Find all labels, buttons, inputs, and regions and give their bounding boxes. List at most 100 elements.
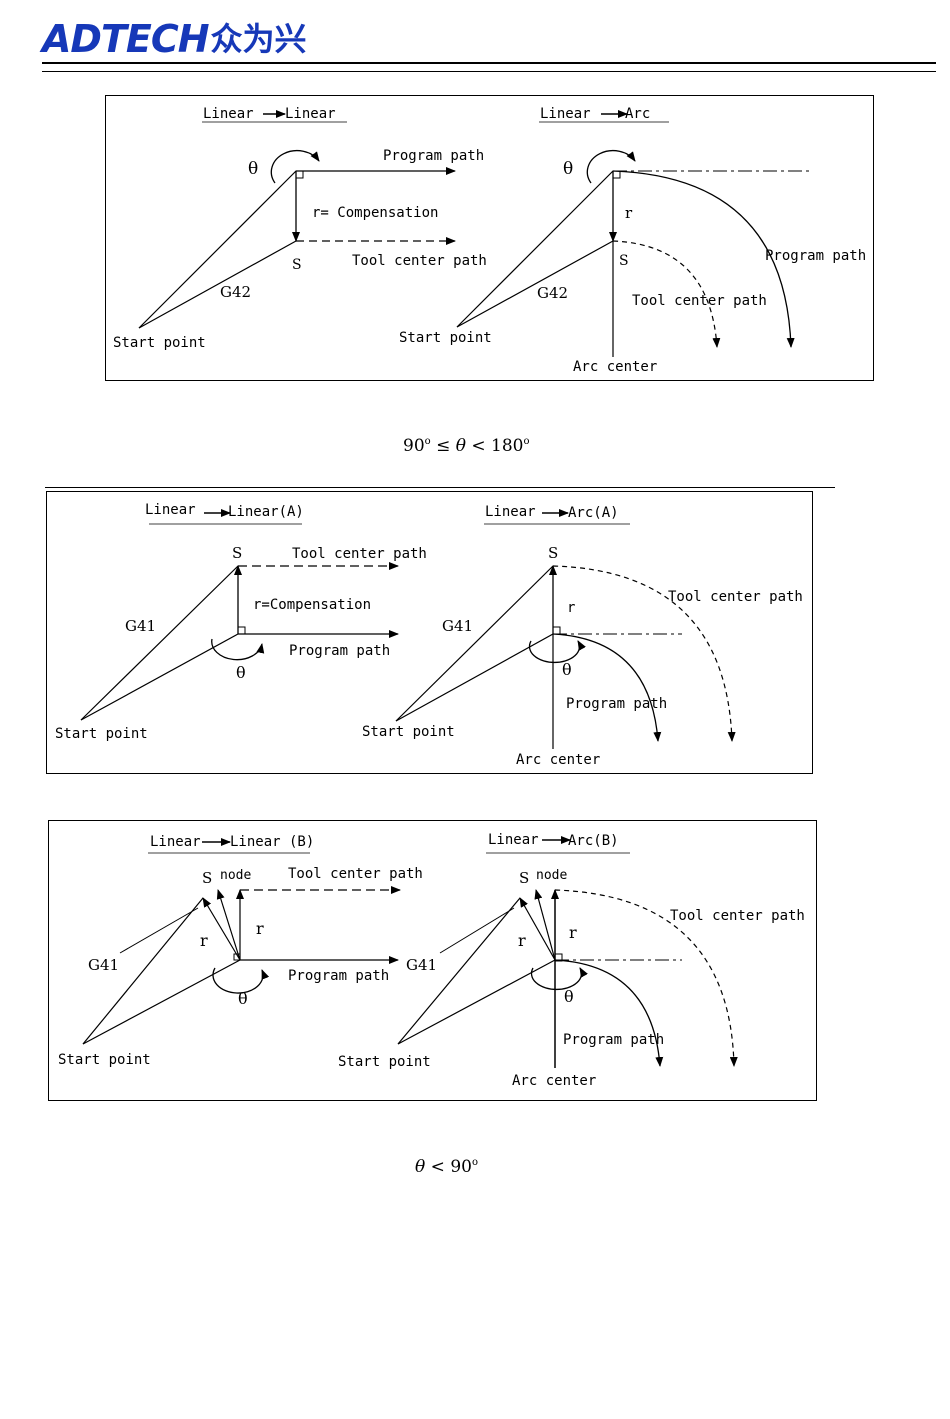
fig1-right-theta-arc [586, 150, 636, 184]
fig3-right-s: S [519, 869, 529, 887]
fig1-right-program-path-arc [612, 170, 795, 348]
fig2-left-title: Linear [145, 502, 196, 518]
header-rule-thick [42, 62, 936, 64]
fig1-left-diagram: Linear Linear θ Program path r= Compensa… [113, 106, 487, 351]
fig1-right-tool-path-arc [612, 240, 721, 348]
fig3-left-r: r [256, 919, 264, 938]
fig1-left-title: Linear [203, 106, 254, 122]
figure-1: Linear Linear θ Program path r= Compensa… [105, 95, 875, 383]
logo-latin-text: ADTECH [42, 17, 210, 61]
fig1-left-program-path-label: Program path [383, 148, 484, 164]
fig3-right-r: r [569, 923, 577, 942]
fig3-right-program-path-arc [554, 959, 664, 1067]
fig1-left-tool-path-label: Tool center path [352, 253, 487, 269]
fig1-right-title-end: Arc [625, 106, 650, 122]
fig2-right-s: S [548, 544, 558, 562]
fig2-left-theta-arc [211, 638, 265, 661]
fig2-right-start-line-b [395, 633, 554, 722]
fig1-right-diagram: Linear Arc θ r S Program path Tool cente… [399, 106, 866, 375]
fig3-right-node: node [536, 868, 567, 883]
fig2-left-g41: G41 [125, 617, 156, 635]
fig3-right-corner-marker [554, 953, 563, 962]
logo-cjk-text: 众为兴 [210, 20, 307, 58]
fig3-left-theta-arc [212, 967, 270, 994]
fig3-left-title: Linear [150, 834, 201, 850]
fig3-left-program-path-label: Program path [288, 968, 389, 984]
caption1-op-le: ≤ [430, 436, 456, 456]
fig2-left-program-path-label: Program path [289, 643, 390, 659]
fig2-left-s: S [232, 544, 242, 562]
fig3-left-g41-leader [119, 907, 199, 954]
fig3-left-node: node [220, 868, 251, 883]
fig2-right-g41: G41 [442, 617, 473, 635]
fig1-right-r: r [625, 204, 633, 222]
fig3-left-theta: θ [238, 989, 248, 1008]
fig2-right-diagram: Linear Arc(A) S r Tool center path Progr… [362, 504, 803, 768]
fig3-left-start-line-a [82, 897, 204, 1045]
fig1-left-g42: G42 [220, 283, 251, 301]
figure-3: Linear Linear (B) S node Tool center pat… [48, 820, 820, 1104]
caption1-value-90: 90 [403, 436, 425, 456]
fig2-right-title-end: Arc(A) [568, 505, 619, 521]
fig1-right-start-line-a [456, 170, 614, 328]
fig3-left-r-2: r [200, 931, 208, 950]
fig2-right-program-path-label: Program path [566, 696, 667, 712]
fig1-right-arc-center: Arc center [573, 359, 657, 375]
fig1-left-s: S [292, 257, 302, 273]
figure-3-diagram: Linear Linear (B) S node Tool center pat… [48, 820, 817, 1101]
fig2-left-start-point: Start point [55, 726, 148, 742]
caption1-value-180: 180 [491, 436, 524, 456]
header-rule-thin [42, 71, 936, 72]
fig1-left-title-end: Linear [285, 106, 336, 122]
fig3-right-tool-path-label: Tool center path [670, 908, 805, 924]
company-logo: ADTECH 众为兴 [42, 18, 307, 60]
fig1-right-tool-path-label: Tool center path [632, 293, 767, 309]
fig3-left-r-line-1 [202, 897, 241, 961]
fig1-left-start-line-b [138, 240, 297, 329]
fig2-right-start-line-a [395, 565, 554, 722]
fig1-right-title: Linear [540, 106, 591, 122]
fig2-left-r-label: r=Compensation [253, 597, 371, 613]
fig2-left-start-line-b [80, 633, 239, 721]
fig2-left-corner-marker [237, 626, 246, 635]
fig3-right-r-line-2 [534, 889, 556, 961]
fig3-left-start-line-b [82, 959, 241, 1045]
fig3-left-title-end: Linear (B) [230, 834, 314, 850]
fig2-right-theta: θ [562, 660, 572, 679]
fig2-left-tool-path-label: Tool center path [292, 546, 427, 562]
fig1-left-start-line-a [138, 170, 297, 329]
figure-1-diagram: Linear Linear θ Program path r= Compensa… [105, 95, 874, 381]
fig3-left-tool-path-label: Tool center path [288, 866, 423, 882]
fig3-left-start-point: Start point [58, 1052, 151, 1068]
fig3-right-title: Linear [488, 832, 539, 848]
caption-90-to-180: 90o ≤ θ < 180o [403, 436, 530, 456]
fig1-right-start-point: Start point [399, 330, 492, 346]
fig1-left-theta: θ [248, 159, 258, 179]
fig3-left-r-line-2 [216, 889, 241, 961]
caption1-degree-1: o [424, 436, 431, 447]
fig3-middle-g41: G41 [406, 956, 437, 974]
figure-2: Linear Linear(A) S Tool center path r=Co… [46, 491, 816, 777]
fig3-left-corner-marker [233, 953, 241, 961]
fig1-right-corner-marker [612, 170, 621, 179]
caption2-value-90: 90 [450, 1157, 472, 1177]
fig3-right-r-2: r [518, 931, 526, 950]
caption-less-than-90: θ < 90o [415, 1157, 478, 1177]
fig1-right-program-path-label: Program path [765, 248, 866, 264]
fig2-left-start-line-a [80, 565, 239, 721]
fig2-left-diagram: Linear Linear(A) S Tool center path r=Co… [55, 502, 427, 742]
fig2-right-title: Linear [485, 504, 536, 520]
fig2-left-theta: θ [236, 663, 246, 682]
fig1-left-start-point: Start point [113, 335, 206, 351]
fig3-right-arc-center: Arc center [512, 1073, 596, 1089]
fig2-right-arc-center: Arc center [516, 752, 600, 768]
fig3-right-theta-arc [530, 967, 588, 991]
fig1-left-r-label: r= Compensation [312, 205, 438, 221]
caption2-op-lt: < [425, 1157, 451, 1177]
figure-2-diagram: Linear Linear(A) S Tool center path r=Co… [46, 491, 813, 774]
fig1-left-corner-marker [295, 170, 304, 179]
fig3-right-title-end: Arc(B) [568, 833, 619, 849]
fig3-right-program-path-label: Program path [563, 1032, 664, 1048]
fig3-left-diagram: Linear Linear (B) S node Tool center pat… [58, 834, 423, 1068]
fig3-right-diagram: Linear Arc(B) S node r r Tool center pat… [338, 832, 805, 1089]
